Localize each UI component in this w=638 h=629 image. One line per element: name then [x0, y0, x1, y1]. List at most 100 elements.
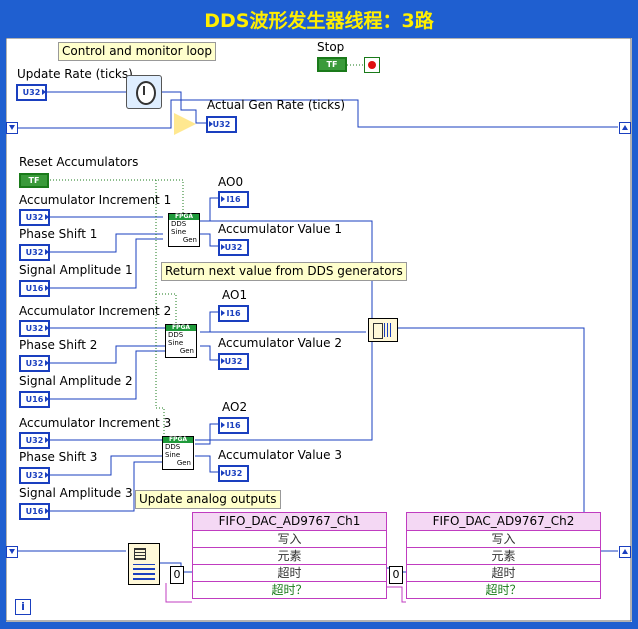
u32-text: U32	[25, 324, 44, 333]
update-rate-terminal[interactable]: U32	[16, 84, 47, 101]
reset-accumulators-terminal[interactable]: TF	[19, 173, 49, 188]
fpga-line2: Sine	[168, 339, 184, 347]
fifo-ch2-node[interactable]: FIFO_DAC_AD9767_Ch2 写入 元素 超时 超时？	[406, 512, 601, 599]
wire-ao2	[195, 423, 220, 445]
wire-bundle-out	[398, 327, 618, 552]
wire-amp-3	[44, 461, 162, 512]
shift-register-right-bottom	[619, 546, 631, 558]
amp-1-terminal[interactable]: U16	[19, 280, 50, 297]
stop-bool-terminal[interactable]: TF	[317, 57, 347, 72]
ao0-label: AO0	[218, 175, 244, 189]
acc-val-3-label: Accumulator Value 3	[218, 448, 342, 462]
fifo-ch2-timed-out[interactable]: 超时？	[485, 583, 522, 597]
acc-val-1-label: Accumulator Value 1	[218, 222, 342, 236]
phase-3-terminal[interactable]: U32	[19, 467, 50, 484]
fpga-tag: FPGA	[166, 325, 196, 331]
fifo-ch1-timeout[interactable]: 超时	[193, 565, 386, 582]
wire-error-fifo1	[165, 583, 192, 603]
wire-error-fifo2	[386, 586, 406, 603]
block-diagram: Control and monitor loop Return next val…	[6, 38, 632, 622]
timeout-constant-2[interactable]: 0	[389, 566, 403, 584]
timeout-constant-1[interactable]: 0	[170, 566, 184, 584]
index-array-icon	[128, 543, 160, 585]
wire-ao1	[200, 311, 220, 333]
stop-icon[interactable]	[364, 57, 380, 73]
u32-text: U32	[224, 469, 243, 478]
acc-inc-3-label: Accumulator Increment 3	[19, 416, 172, 430]
acc-inc-1-terminal[interactable]: U32	[19, 209, 50, 226]
i16-text: I16	[226, 195, 241, 204]
shift-register-right-top	[619, 122, 631, 134]
i16-text: I16	[226, 421, 241, 430]
wire-amp-1	[44, 238, 163, 289]
acc-val-3-terminal: U32	[218, 465, 249, 482]
fifo-ch1-timed-out[interactable]: 超时？	[271, 583, 308, 597]
fpga-line1: DDS	[171, 220, 187, 228]
wire-shift-register-top	[14, 99, 618, 129]
phase-2-terminal[interactable]: U32	[19, 355, 50, 372]
shift-register-left-top	[6, 122, 18, 134]
fpga-line1: DDS	[165, 443, 181, 451]
fpga-line3: Gen	[182, 236, 197, 244]
u32-text: U32	[25, 248, 44, 257]
stop-label: Stop	[317, 40, 345, 54]
u32-text: U32	[25, 436, 44, 445]
ao2-terminal: I16	[218, 417, 249, 434]
wire-accval-3	[195, 455, 220, 473]
ao0-terminal: I16	[218, 191, 249, 208]
note-control-loop: Control and monitor loop	[58, 42, 216, 61]
u32-text: U32	[212, 120, 231, 129]
amp-3-terminal[interactable]: U16	[19, 503, 50, 520]
update-rate-label: Update Rate (ticks)	[17, 67, 133, 81]
fifo-ch1-write[interactable]: 写入	[193, 531, 386, 548]
acc-inc-1-label: Accumulator Increment 1	[19, 193, 172, 207]
fifo-ch1-element[interactable]: 元素	[193, 548, 386, 565]
acc-inc-3-terminal[interactable]: U32	[19, 432, 50, 449]
wire-accval-2	[200, 345, 220, 361]
ao2-label: AO2	[222, 400, 248, 414]
wire-phase-3	[44, 455, 162, 476]
wires	[6, 38, 632, 622]
u32-text: U32	[25, 213, 44, 222]
wire-ao0	[198, 197, 220, 222]
phase-1-terminal[interactable]: U32	[19, 244, 50, 261]
acc-val-1-terminal: U32	[218, 239, 249, 256]
u32-text: U32	[25, 359, 44, 368]
fifo-ch2-element[interactable]: 元素	[407, 548, 600, 565]
fifo-ch1-node[interactable]: FIFO_DAC_AD9767_Ch1 写入 元素 超时 超时？	[192, 512, 387, 599]
wire-amp-2	[44, 350, 166, 400]
reset-accumulators-label: Reset Accumulators	[19, 155, 139, 169]
u16-text: U16	[25, 284, 44, 293]
note-update-outputs: Update analog outputs	[135, 490, 281, 509]
amp-3-label: Signal Amplitude 3	[19, 486, 133, 500]
wire-actual-rate	[146, 91, 206, 124]
wire-accval-1	[198, 233, 220, 247]
amp-2-terminal[interactable]: U16	[19, 391, 50, 408]
acc-val-2-label: Accumulator Value 2	[218, 336, 342, 350]
acc-inc-2-terminal[interactable]: U32	[19, 320, 50, 337]
subtract-icon	[174, 113, 196, 135]
fpga-line3: Gen	[179, 347, 194, 355]
fpga-line2: Sine	[165, 451, 181, 459]
fpga-tag: FPGA	[169, 214, 199, 220]
build-array-icon	[368, 318, 398, 342]
fifo-ch2-write[interactable]: 写入	[407, 531, 600, 548]
amp-1-label: Signal Amplitude 1	[19, 263, 133, 277]
acc-val-2-terminal: U32	[218, 353, 249, 370]
fifo-ch1-title: FIFO_DAC_AD9767_Ch1	[193, 513, 386, 531]
fifo-ch2-timeout[interactable]: 超时	[407, 565, 600, 582]
loop-boundary	[6, 38, 632, 622]
actual-gen-rate-terminal: U32	[206, 116, 237, 133]
wire-phase-2	[44, 345, 166, 364]
wire-reset-bool-3	[155, 294, 165, 440]
u16-text: U16	[25, 507, 44, 516]
u16-text: U16	[25, 395, 44, 404]
window-title: DDS波形发生器线程：3路	[204, 10, 434, 32]
acc-inc-2-label: Accumulator Increment 2	[19, 304, 172, 318]
phase-3-label: Phase Shift 3	[19, 450, 98, 464]
wire-phase-1	[44, 233, 163, 253]
fpga-line2: Sine	[171, 228, 187, 236]
amp-2-label: Signal Amplitude 2	[19, 374, 133, 388]
shift-register-left-bottom	[6, 546, 18, 558]
